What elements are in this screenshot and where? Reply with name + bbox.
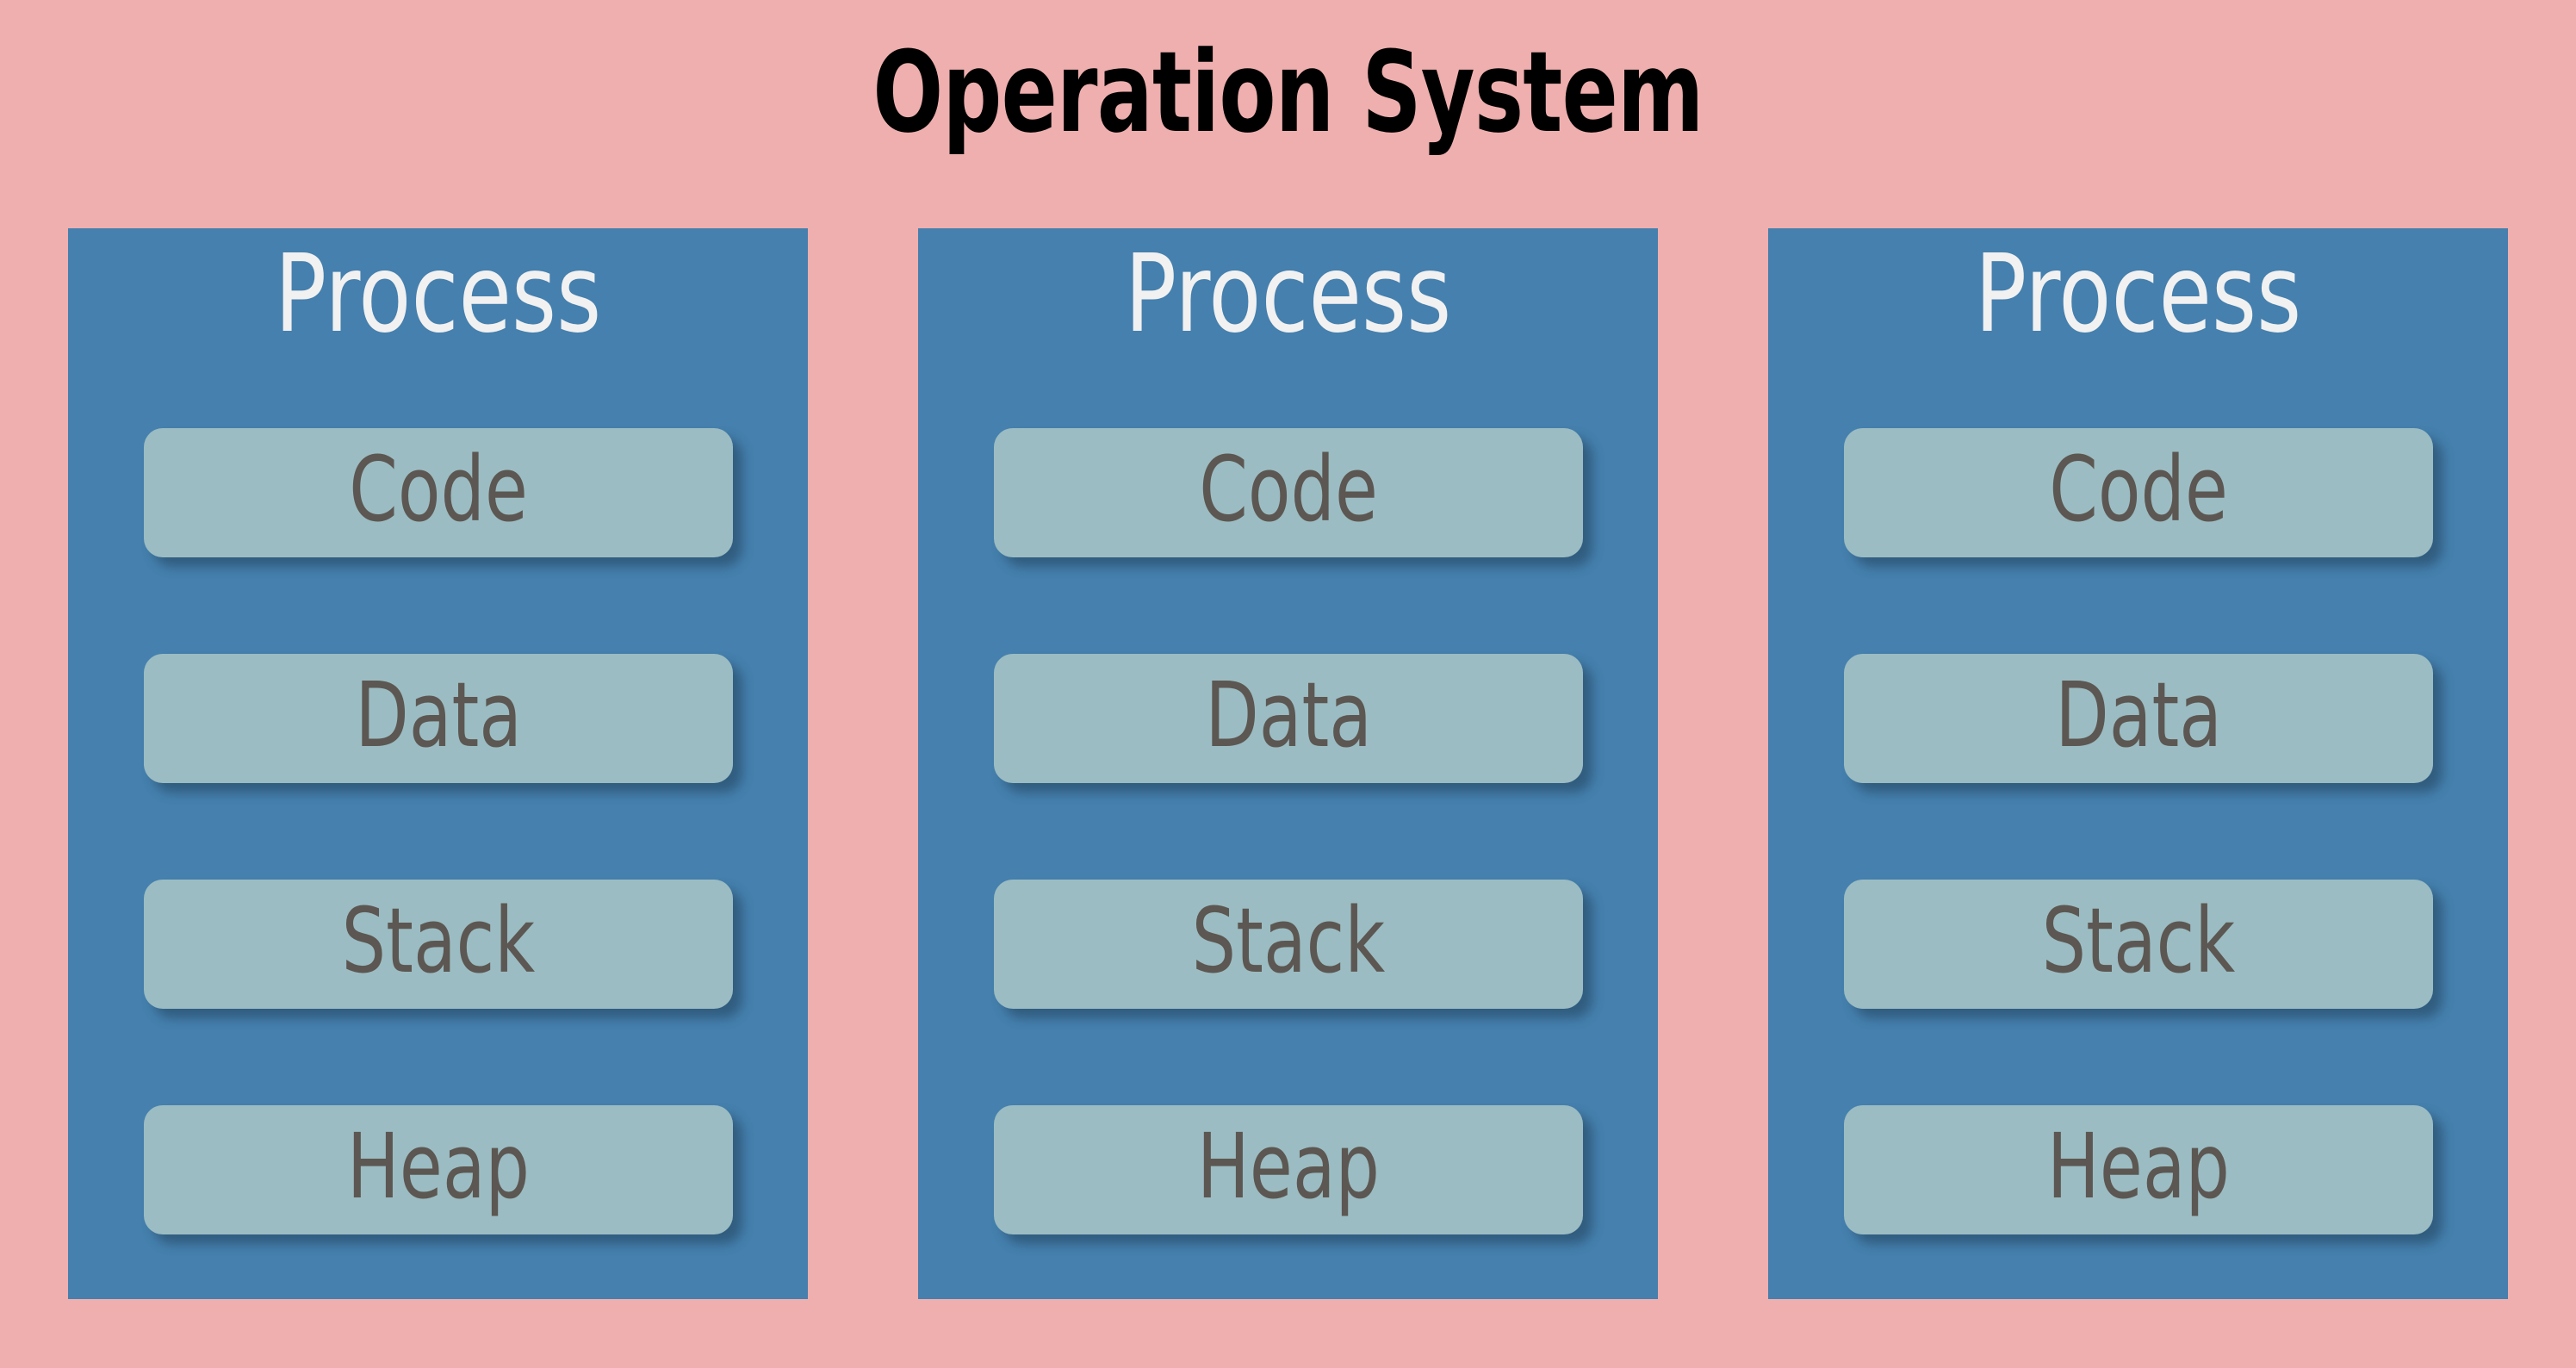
segment-heap: Heap <box>144 1105 733 1234</box>
segment-data: Data <box>994 654 1583 783</box>
process-title: Process <box>1124 232 1452 357</box>
process-box-1: Process Code Data Stack Heap <box>68 228 808 1299</box>
segment-label: Data <box>355 662 522 768</box>
segment-label: Heap <box>2046 1114 2231 1219</box>
segment-label: Code <box>349 437 528 542</box>
segment-label: Heap <box>346 1114 531 1219</box>
segment-stack: Stack <box>144 880 733 1009</box>
page-title: Operation System <box>872 27 1704 158</box>
segment-list: Code Data Stack Heap <box>994 428 1583 1234</box>
process-title: Process <box>274 232 602 357</box>
segment-label: Stack <box>2041 888 2236 993</box>
segment-stack: Stack <box>994 880 1583 1009</box>
process-box-3: Process Code Data Stack Heap <box>1768 228 2508 1299</box>
segment-label: Data <box>2055 662 2222 768</box>
segment-heap: Heap <box>1844 1105 2433 1234</box>
process-row: Process Code Data Stack Heap Process <box>68 228 2508 1299</box>
segment-label: Code <box>2049 437 2228 542</box>
segment-data: Data <box>1844 654 2433 783</box>
process-box-2: Process Code Data Stack Heap <box>918 228 1658 1299</box>
segment-label: Data <box>1205 662 1372 768</box>
segment-heap: Heap <box>994 1105 1583 1234</box>
segment-label: Heap <box>1196 1114 1381 1219</box>
segment-stack: Stack <box>1844 880 2433 1009</box>
segment-list: Code Data Stack Heap <box>144 428 733 1234</box>
segment-label: Code <box>1199 437 1378 542</box>
segment-label: Stack <box>341 888 536 993</box>
segment-list: Code Data Stack Heap <box>1844 428 2433 1234</box>
segment-code: Code <box>1844 428 2433 557</box>
process-title: Process <box>1974 232 2302 357</box>
segment-label: Stack <box>1191 888 1386 993</box>
segment-data: Data <box>144 654 733 783</box>
segment-code: Code <box>994 428 1583 557</box>
segment-code: Code <box>144 428 733 557</box>
